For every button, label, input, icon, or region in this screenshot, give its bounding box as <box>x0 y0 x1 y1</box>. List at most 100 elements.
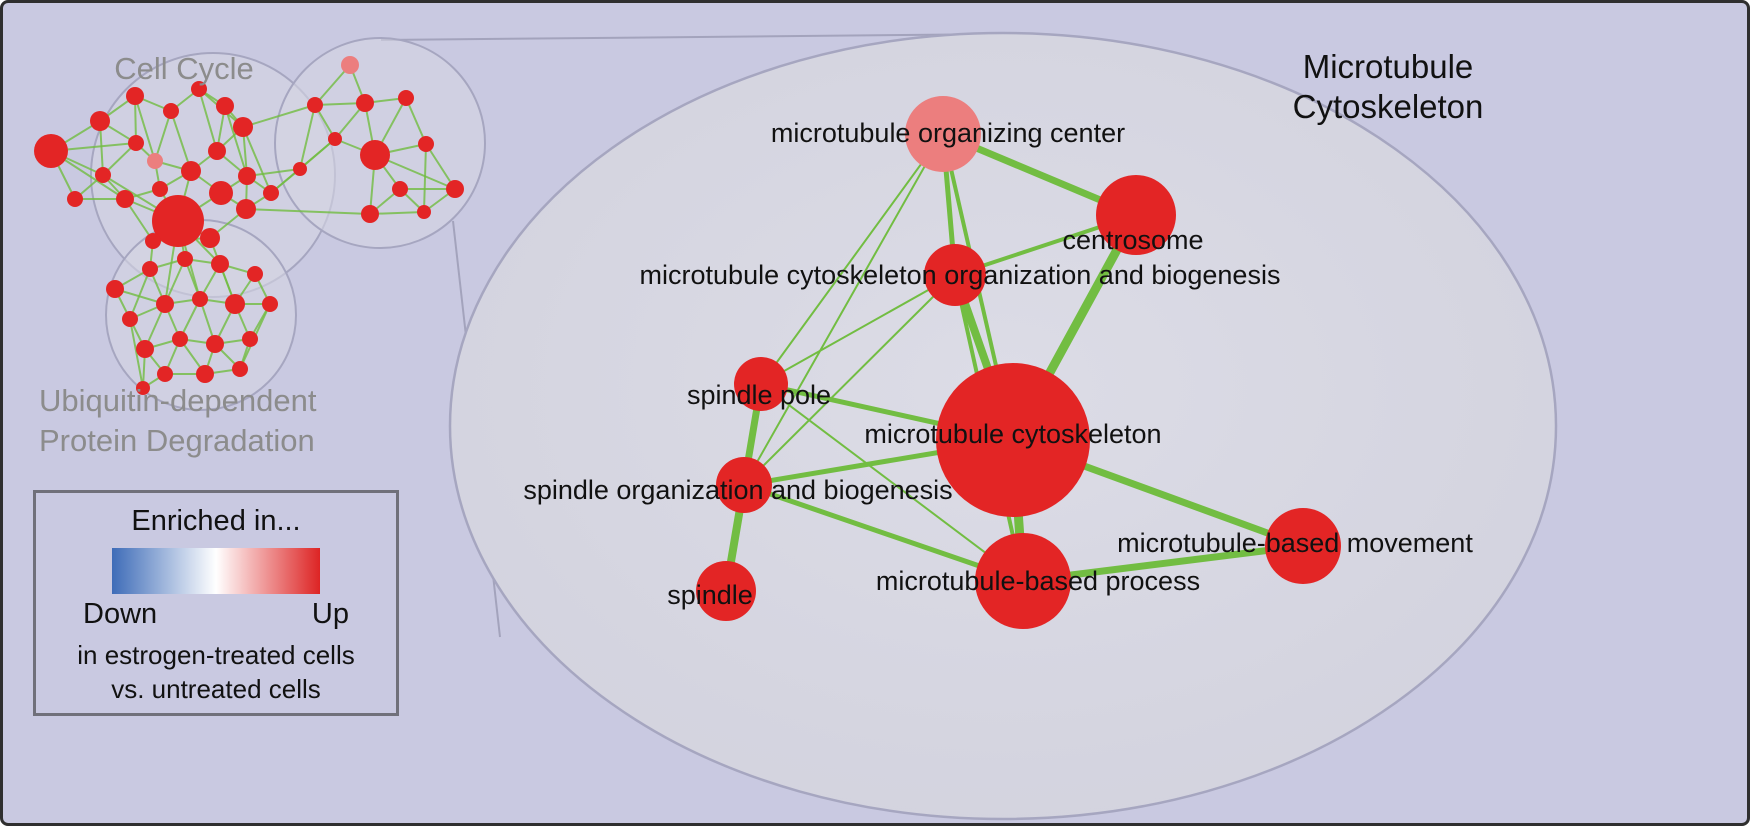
overview-node-44 <box>136 340 154 358</box>
legend-down-label: Down <box>83 598 158 630</box>
detail-node-label-process: microtubule-based process <box>876 566 1200 596</box>
overview-edge <box>198 88 218 152</box>
overview-node-39 <box>122 311 138 327</box>
overview-node-43 <box>262 296 278 312</box>
detail-node-spindle <box>696 561 756 621</box>
detail-edge <box>760 383 1024 582</box>
overview-node-49 <box>196 365 214 383</box>
detail-node-cyto <box>936 363 1090 517</box>
overview-node-20 <box>200 228 220 248</box>
overview-node-26 <box>328 132 342 146</box>
detail-node-label-moc: microtubule organizing center <box>771 118 1125 148</box>
overview-node-6 <box>128 135 144 151</box>
overview-node-17 <box>152 195 204 247</box>
overview-node-22 <box>341 56 359 74</box>
overview-node-31 <box>361 205 379 223</box>
detail-node-process <box>975 533 1071 629</box>
overview-edge <box>224 105 248 177</box>
overview-edge <box>170 110 192 172</box>
overview-edge <box>134 95 156 162</box>
overview-node-1 <box>90 111 110 131</box>
overview-node-14 <box>233 117 253 137</box>
figure-canvas: microtubule organizing center centrosome m… <box>34 31 1558 821</box>
overview-node-38 <box>247 266 263 282</box>
overview-edge <box>299 104 316 170</box>
overview-node-23 <box>307 97 323 113</box>
overview-node-19 <box>263 185 279 201</box>
overview-node-13 <box>208 142 226 160</box>
overview-edge <box>423 143 427 213</box>
legend-box: Enriched in... Down Up in estrogen-treat… <box>33 490 399 716</box>
overview-node-25 <box>398 90 414 106</box>
overview-edge <box>242 126 272 194</box>
overview-node-5 <box>216 97 234 115</box>
cluster-label-ubiquitin-line1: Ubiquitin-dependent <box>39 383 317 418</box>
overview-node-27 <box>360 140 390 170</box>
overview-node-45 <box>172 331 188 347</box>
detail-labels: microtubule organizing center centrosome m… <box>523 118 1473 610</box>
cluster-label-microtubule-line1: Microtubule <box>1303 48 1474 85</box>
overview-node-40 <box>156 295 174 313</box>
overview-node-18 <box>236 199 256 219</box>
overview-node-4 <box>191 81 207 97</box>
overview-node-0 <box>34 134 68 168</box>
overview-node-47 <box>242 331 258 347</box>
overview-node-8 <box>95 167 111 183</box>
overview-node-33 <box>293 162 307 176</box>
detail-node-sporg <box>716 457 772 513</box>
overview-nodes <box>34 56 464 395</box>
legend-caption-line1: in estrogen-treated cells <box>77 640 355 670</box>
overview-node-50 <box>232 361 248 377</box>
overview-node-29 <box>446 180 464 198</box>
legend-gradient-bar <box>112 548 320 594</box>
overview-node-32 <box>417 205 431 219</box>
overview-node-10 <box>116 190 134 208</box>
overview-edge <box>129 268 151 320</box>
detail-node-label-cyto: microtubule cytoskeleton <box>864 419 1161 449</box>
overview-edge <box>405 97 427 145</box>
legend-ends-row: Down Up <box>83 598 349 631</box>
overview-node-2 <box>126 87 144 105</box>
overview-node-21 <box>145 233 161 249</box>
detail-edge <box>741 482 1026 584</box>
detail-node-label-centrosome: centrosome <box>1062 225 1203 255</box>
overview-node-46 <box>206 335 224 353</box>
overview-node-3 <box>163 103 179 119</box>
overview-node-36 <box>177 251 193 267</box>
legend-caption-line2: vs. untreated cells <box>111 674 321 704</box>
overview-edge <box>129 318 144 389</box>
overview-node-41 <box>192 291 208 307</box>
overview-node-16 <box>238 167 256 185</box>
zoom-connector-top <box>380 33 1014 41</box>
detail-edge <box>743 133 944 486</box>
overview-node-15 <box>209 181 233 205</box>
overview-node-28 <box>418 136 434 152</box>
overview-edge <box>245 208 371 215</box>
detail-edge <box>760 133 944 385</box>
overview-node-12 <box>181 161 201 181</box>
overview-node-51 <box>136 381 150 395</box>
detail-node-centrosome <box>1096 175 1176 255</box>
overview-node-11 <box>152 181 168 197</box>
overview-node-7 <box>147 153 163 169</box>
detail-edge <box>743 274 956 486</box>
overview-node-9 <box>67 191 83 207</box>
overview-node-24 <box>356 94 374 112</box>
detail-node-label-pole: spindle pole <box>687 380 831 410</box>
overview-node-48 <box>157 366 173 382</box>
cluster-label-ubiquitin-line2: Protein Degradation <box>39 423 315 458</box>
detail-node-label-movement: microtubule-based movement <box>1117 528 1473 558</box>
overview-node-35 <box>142 261 158 277</box>
detail-node-label-org: microtubule cytoskeleton organization an… <box>640 260 1281 290</box>
detail-node-label-spindle: spindle <box>667 580 753 610</box>
legend-up-label: Up <box>311 598 349 630</box>
detail-node-org <box>924 244 986 306</box>
cluster-label-microtubule-line2: Cytoskeleton <box>1293 88 1484 125</box>
detail-edge <box>760 274 956 385</box>
overview-node-30 <box>392 181 408 197</box>
overview-edge <box>242 104 316 128</box>
cluster-label-cell-cycle: Cell Cycle <box>114 51 254 86</box>
overview-edge <box>154 110 172 162</box>
legend-title: Enriched in... <box>131 505 301 537</box>
